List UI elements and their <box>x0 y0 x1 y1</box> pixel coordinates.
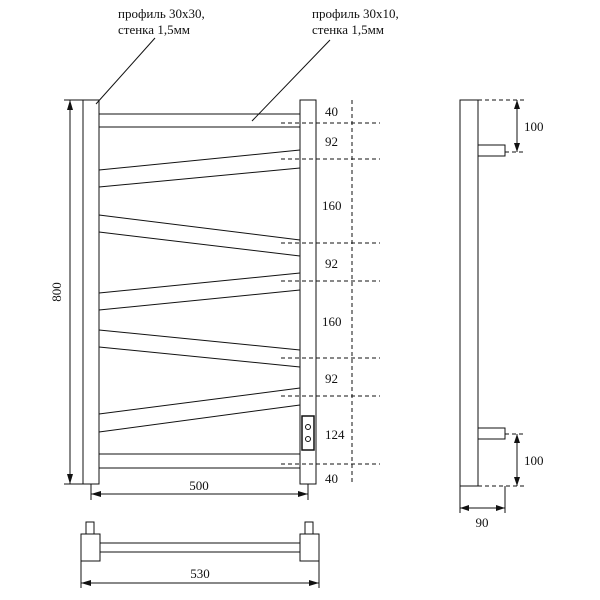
slanted-bars <box>98 149 301 433</box>
side-bottom-dimension: 100 <box>478 433 544 487</box>
left-mount-pin <box>85 521 95 535</box>
height-dimension: 800 <box>49 99 83 485</box>
left-post <box>82 99 100 485</box>
right-mount-pin <box>304 521 314 535</box>
side-view: 100 100 90 <box>459 99 544 530</box>
spacing-guides <box>281 100 380 484</box>
frame-profile-line2: стенка 1,5мм <box>118 22 190 37</box>
crossbars <box>99 113 300 469</box>
spacing-labels: 40 92 160 92 160 92 124 40 <box>322 104 345 486</box>
bar-profile-leader <box>251 39 331 122</box>
bottom-bracket <box>477 427 506 440</box>
connector-box <box>301 415 315 451</box>
side-top-label: 100 <box>524 119 544 134</box>
slanted-bar-2 <box>98 214 301 241</box>
slanted-bar-3 <box>98 289 301 311</box>
top-bracket <box>477 144 506 157</box>
spacing-label: 124 <box>325 427 345 442</box>
slanted-bar-1 <box>98 149 301 171</box>
slanted-bar-2 <box>98 231 301 257</box>
spacing-label: 160 <box>322 314 342 329</box>
left-end-block <box>80 533 101 562</box>
height-label: 800 <box>49 282 64 302</box>
slanted-bar-3 <box>98 272 301 294</box>
side-post <box>459 99 479 487</box>
frame-profile-leader <box>95 37 156 105</box>
bar-profile-line2: стенка 1,5мм <box>312 22 384 37</box>
bar-profile-line1: профиль 30х10, <box>312 6 399 21</box>
slanted-bar-1 <box>98 167 301 188</box>
width-label: 500 <box>189 478 209 493</box>
frame-profile-line1: профиль 30х30, <box>118 6 205 21</box>
slanted-bar-5 <box>98 387 301 415</box>
front-view: 800 500 40 92 160 92 160 <box>49 37 380 500</box>
callouts: профиль 30х30, стенка 1,5мм профиль 30х1… <box>118 6 399 37</box>
top-view: 530 <box>80 521 320 588</box>
spacing-label: 40 <box>325 104 338 119</box>
connector-pin-icon <box>305 436 311 442</box>
total-width-label: 530 <box>190 566 210 581</box>
connector-pin-icon <box>305 424 311 430</box>
slanted-bar-4 <box>98 346 301 368</box>
slanted-bar-4 <box>98 329 301 351</box>
spacing-label: 160 <box>322 198 342 213</box>
spacing-label: 92 <box>325 256 338 271</box>
depth-dimension: 90 <box>459 486 506 530</box>
width-dimension: 500 <box>90 478 309 500</box>
top-view-bar <box>99 542 301 553</box>
spacing-label: 40 <box>325 471 338 486</box>
depth-label: 90 <box>476 515 489 530</box>
spacing-label: 92 <box>325 371 338 386</box>
spacing-label: 92 <box>325 134 338 149</box>
slanted-bar-5 <box>98 404 301 433</box>
connector-box-outline <box>301 415 315 451</box>
side-top-dimension: 100 <box>478 99 544 153</box>
total-width-dimension: 530 <box>80 561 320 588</box>
side-bottom-label: 100 <box>524 453 544 468</box>
right-end-block <box>299 533 320 562</box>
